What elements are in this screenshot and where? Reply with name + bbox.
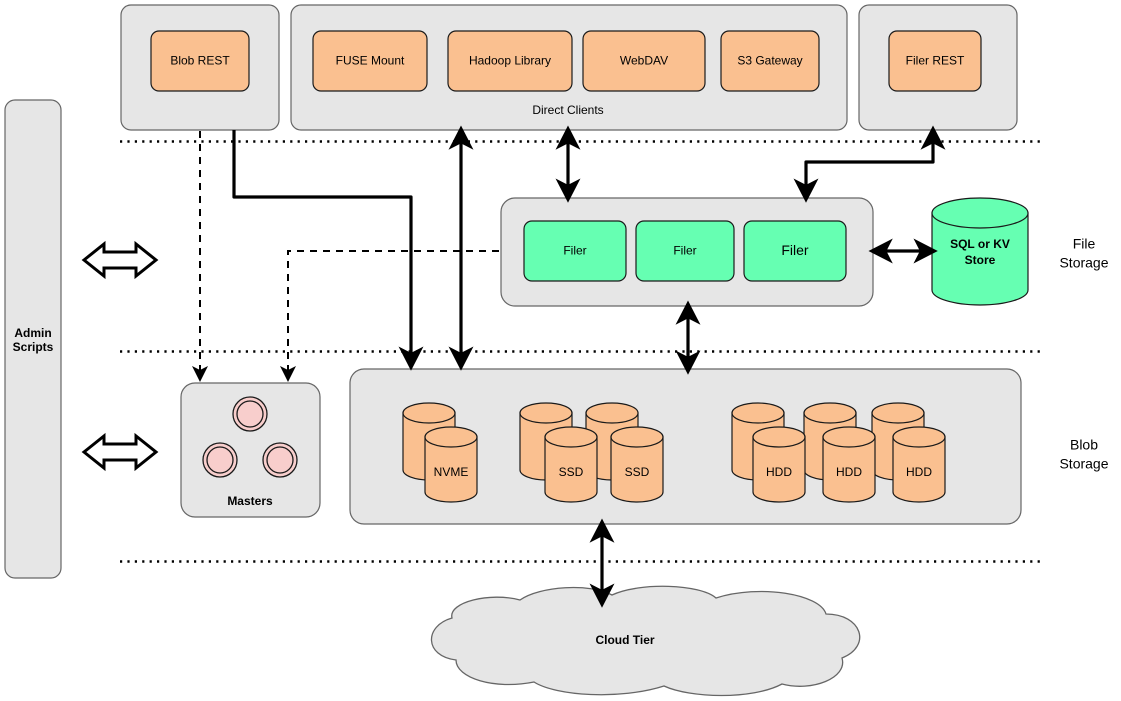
volume-group-ssd-2-label: SSD <box>625 465 650 479</box>
file-storage-side-label-line2: Storage <box>1059 255 1108 271</box>
filer-rest-group[interactable]: Filer REST <box>858 4 1018 131</box>
s3-gateway-box <box>720 30 820 92</box>
volume-group-hdd[interactable]: HDD HDD HDD <box>731 402 946 503</box>
filer-node-3-label: Filer <box>781 242 809 258</box>
file-storage-side-label-line1: File <box>1073 236 1096 252</box>
filer-node-3-box <box>743 220 847 282</box>
masters-label: Masters <box>227 494 273 508</box>
admin-scripts-label-line2: Scripts <box>13 340 54 354</box>
blob-rest-group[interactable]: Blob REST <box>120 4 280 131</box>
sql-kv-store-cylinder[interactable]: SQL or KV Store <box>931 197 1029 306</box>
sql-kv-store-label-line2: Store <box>965 253 996 267</box>
blob-storage-side-label-line1: Blob <box>1070 437 1098 453</box>
blob-rest-box <box>150 30 250 92</box>
webdav-label: WebDAV <box>620 54 668 68</box>
connector-filer-to-masters-dashed <box>280 250 499 382</box>
volume-group-ssd-1[interactable]: SSD SSD <box>519 402 664 503</box>
master-node-2 <box>202 442 238 478</box>
cloud-tier-label: Cloud Tier <box>595 633 654 647</box>
direct-clients-group[interactable]: FUSE Mount Hadoop Library WebDAV S3 Gate… <box>290 4 848 131</box>
webdav-box <box>582 30 706 92</box>
hadoop-library-box <box>447 30 573 92</box>
volume-servers-group[interactable]: NVME SSD SSD <box>349 368 1022 525</box>
filer-cluster-group[interactable]: Filer Filer Filer <box>500 197 874 307</box>
admin-scripts-panel[interactable]: Admin Scripts <box>4 99 62 579</box>
filer-node-2-label: Filer <box>673 244 696 258</box>
filer-node-1-label: Filer <box>563 244 586 258</box>
hadoop-library-label: Hadoop Library <box>469 54 551 68</box>
sql-kv-store-label-line1: SQL or KV <box>950 237 1010 251</box>
master-node-1 <box>232 396 268 432</box>
fuse-mount-box <box>312 30 428 92</box>
direct-clients-group-label: Direct Clients <box>532 103 603 117</box>
masters-group[interactable]: Masters <box>180 382 321 518</box>
volume-group-nvme-label: NVME <box>434 465 469 479</box>
volume-group-nvme[interactable]: NVME <box>402 402 478 503</box>
filer-node-1-box <box>523 220 627 282</box>
s3-gateway-label: S3 Gateway <box>737 54 802 68</box>
filer-rest-label: Filer REST <box>906 54 965 68</box>
volume-group-ssd-1-label: SSD <box>559 465 584 479</box>
volume-group-hdd-2-label: HDD <box>836 465 862 479</box>
admin-to-blobstorage-arrow <box>81 432 159 472</box>
filer-node-2-box <box>635 220 735 282</box>
volume-group-hdd-3-label: HDD <box>906 465 932 479</box>
connector-blob-rest-to-volume-servers <box>232 130 424 371</box>
admin-scripts-label-line1: Admin <box>14 326 51 340</box>
fuse-mount-label: FUSE Mount <box>336 54 405 68</box>
blob-rest-label: Blob REST <box>170 54 230 68</box>
admin-to-filestorage-arrow <box>81 240 159 280</box>
master-node-3 <box>262 442 298 478</box>
connector-filer-rest-to-filer-cluster <box>793 125 946 203</box>
volume-group-hdd-1-label: HDD <box>766 465 792 479</box>
filer-rest-box <box>888 30 982 92</box>
blob-storage-side-label-line2: Storage <box>1059 456 1108 472</box>
cloud-tier-group[interactable]: Cloud Tier <box>430 585 861 697</box>
